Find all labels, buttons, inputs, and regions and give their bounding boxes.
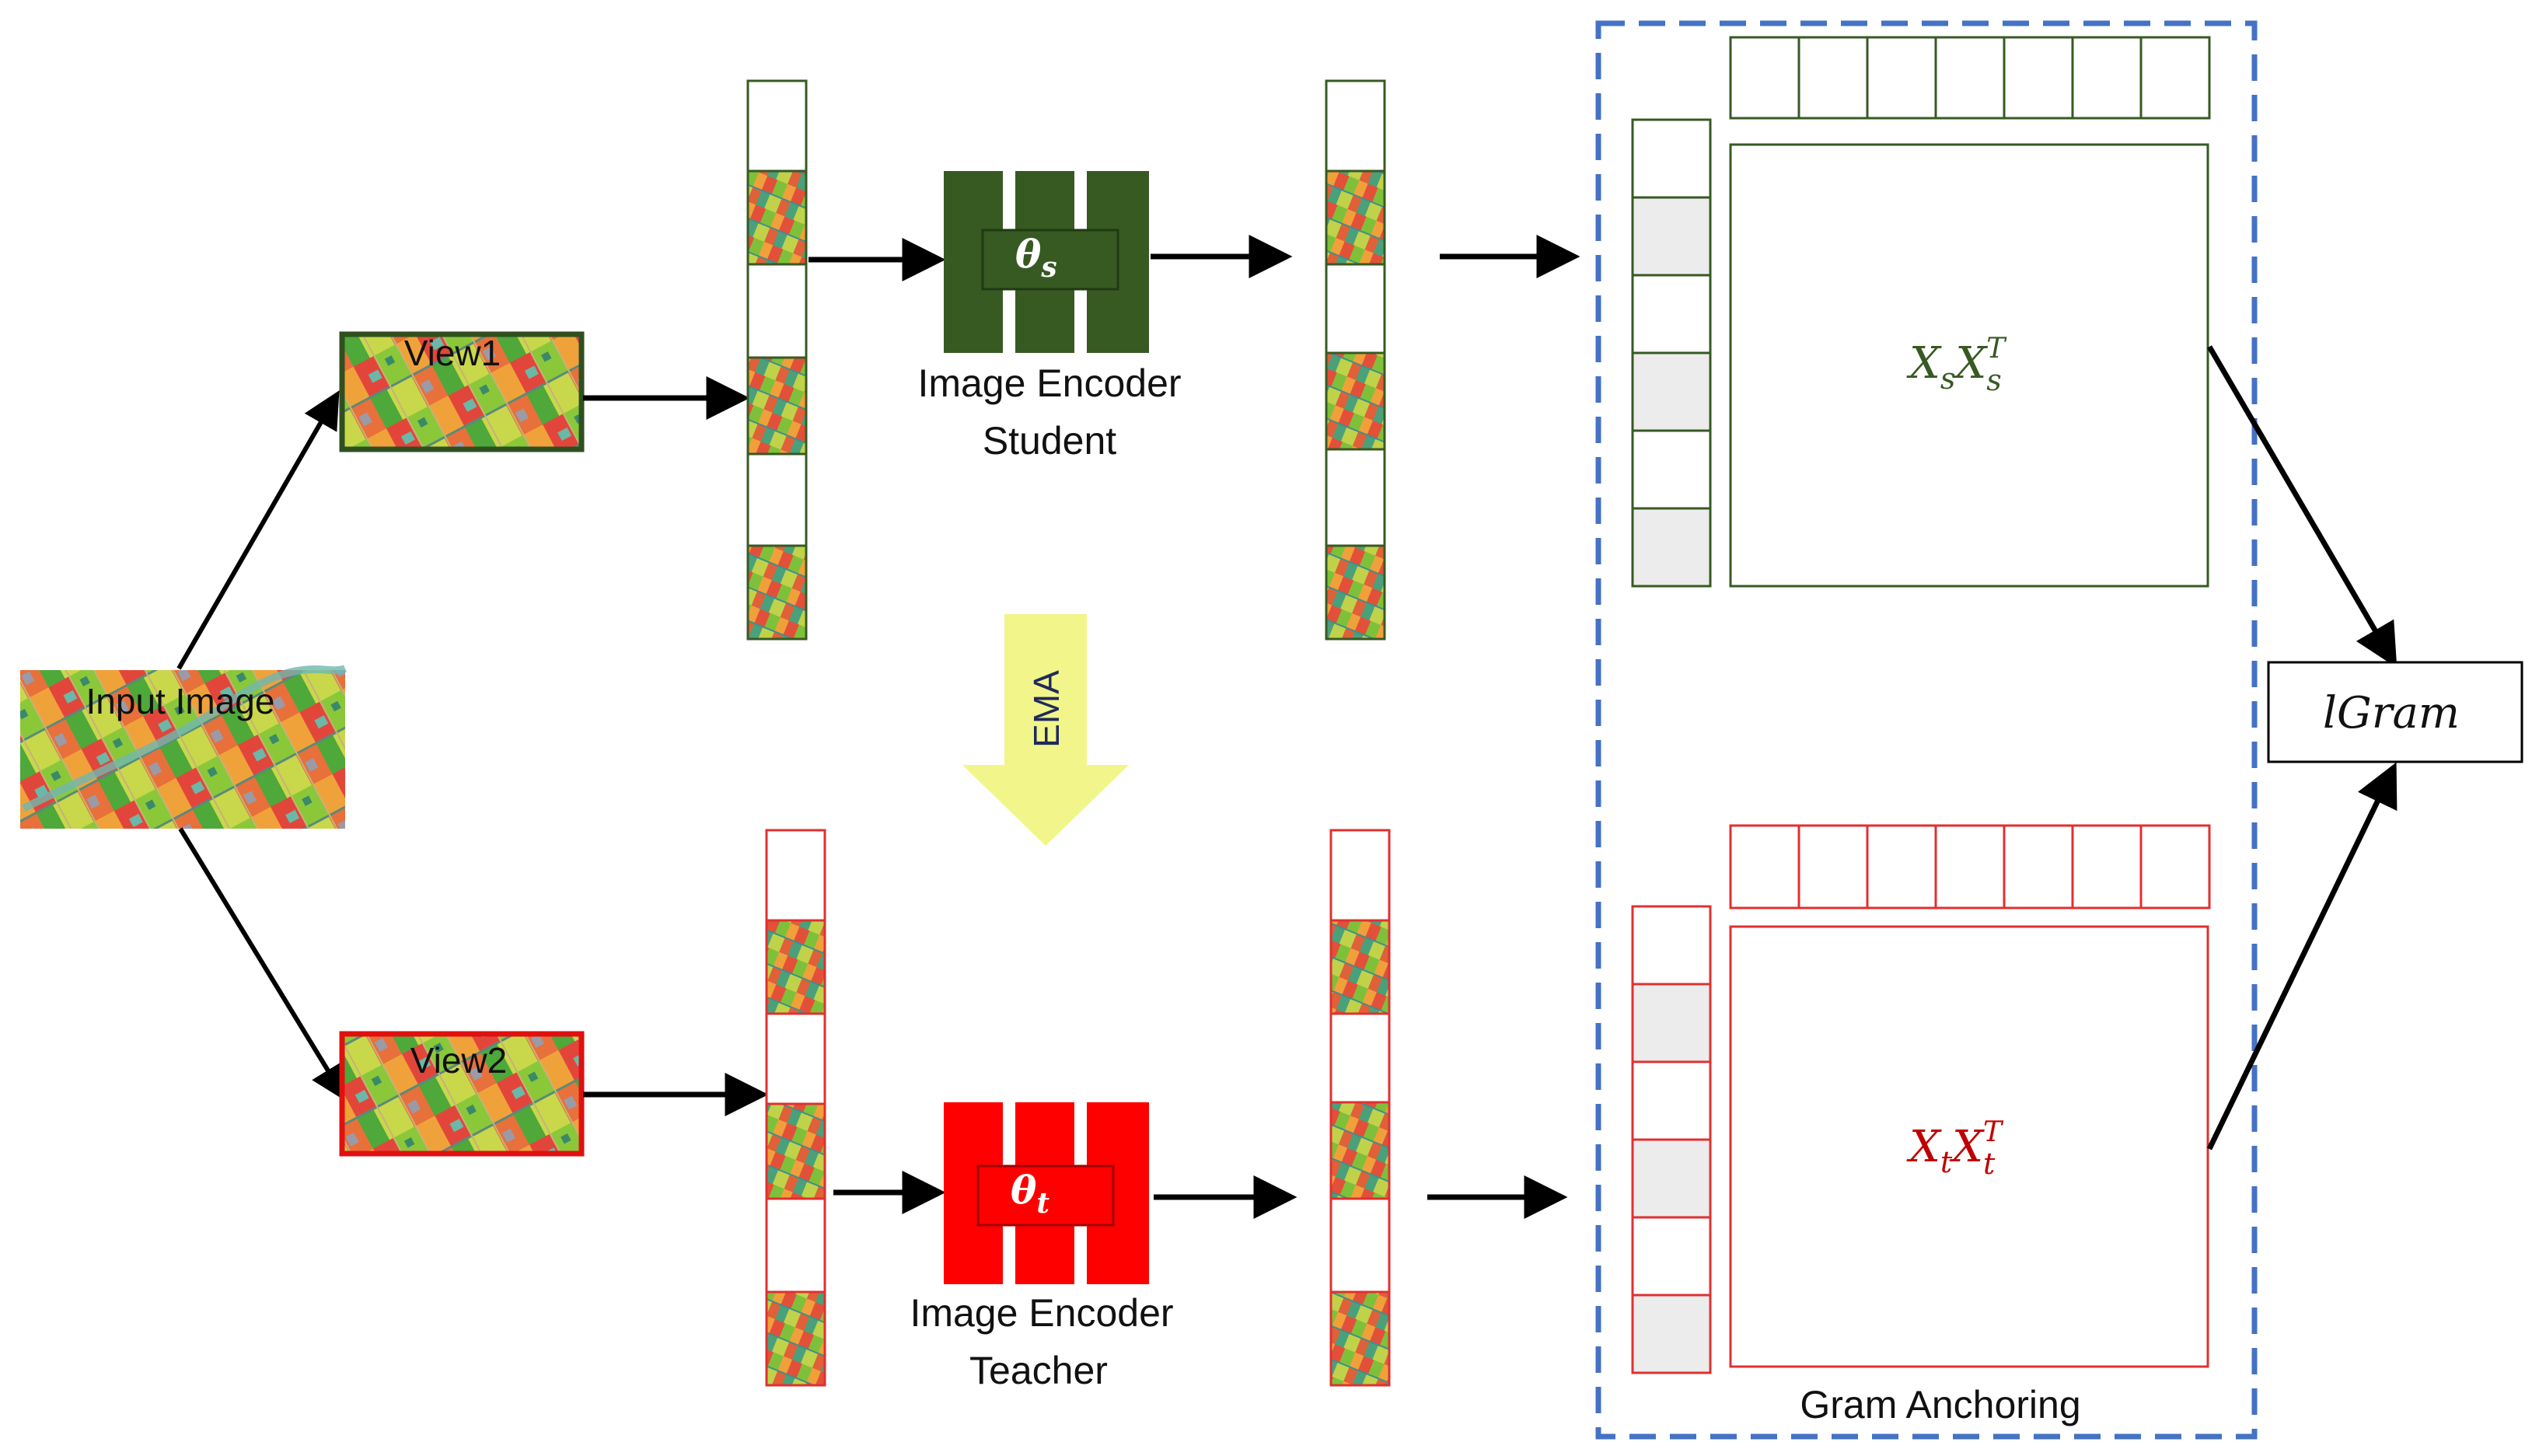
teacher-input-tokens: [765, 829, 826, 1387]
teacher-gram-row: [1729, 824, 2211, 910]
student-gram-row: [1729, 36, 2211, 120]
arrow-student-gram-to-loss: [2206, 345, 2398, 669]
teacher-encoder-label-line1: Image Encoder: [910, 1291, 1173, 1335]
gram-loss: lGram: [2267, 661, 2523, 763]
arrow-teacher-gram-to-loss: [2206, 762, 2398, 1150]
ema-arrow: EMA: [962, 614, 1129, 846]
arrow-input-to-view2: [178, 827, 347, 1102]
student-encoder-label-line2: Student: [983, 419, 1116, 463]
arrow-input-to-view1: [176, 390, 340, 670]
view2-image: View2: [339, 1031, 585, 1157]
view1-frame: [339, 331, 585, 452]
student-gram-column: [1631, 118, 1712, 588]
teacher-param: θt: [1011, 1167, 1049, 1220]
teacher-encoder-label-line2: Teacher: [969, 1349, 1108, 1392]
gram-anchoring-box: [1595, 20, 2258, 1440]
gram-anchoring-label: Gram Anchoring: [1800, 1383, 2080, 1426]
student-encoder-label-line1: Image Encoder: [917, 361, 1181, 405]
gram-loss-label: lGram: [2323, 688, 2460, 738]
view1-label: View1: [404, 333, 501, 373]
teacher-encoder: θt Image Encoder Teacher: [910, 1102, 1174, 1392]
view2-label: View2: [410, 1040, 507, 1081]
view1-image: View1: [339, 331, 585, 452]
input-image: Input Image: [20, 665, 347, 829]
ema-label: EMA: [1026, 670, 1067, 748]
input-image-label: Input Image: [86, 681, 275, 721]
student-encoder: θs Image Encoder Student: [917, 171, 1182, 463]
student-gram-matrix: [1729, 143, 2209, 588]
student-input-tokens: [746, 79, 808, 641]
teacher-output-tokens: [1329, 829, 1391, 1387]
teacher-gram-matrix: [1729, 925, 2209, 1368]
teacher-gram-column: [1631, 905, 1712, 1374]
view2-frame: [339, 1031, 585, 1157]
student-param: θs: [1015, 231, 1057, 284]
student-output-tokens: [1325, 79, 1386, 641]
